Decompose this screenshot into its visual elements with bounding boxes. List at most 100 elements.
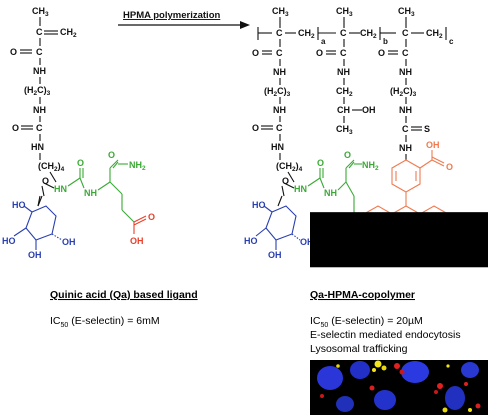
nucleus-2	[350, 361, 370, 379]
monomer-amide-o: O	[77, 158, 84, 168]
monomer-nh-2: NH	[33, 105, 46, 115]
monomer-ring-oh-1: OH	[28, 250, 42, 260]
yellow-signal-2	[381, 365, 387, 371]
monomer-ch2: CH2	[60, 27, 77, 39]
qa-nh2: NH2	[362, 160, 379, 172]
fitc-h2c3: (H2C)3	[390, 86, 417, 98]
monomer-ring-o: O	[42, 176, 49, 186]
qa-carbonyl-o: O	[252, 48, 259, 58]
qa-h2c3: (H2C)3	[264, 86, 291, 98]
hpma-c: C	[340, 48, 347, 58]
qa-ring-ho-2: HO	[244, 236, 258, 246]
qa-carbonyl-c: C	[276, 48, 283, 58]
hpma-nh: NH	[337, 67, 350, 77]
monomer-quinic-ring: O HO HO OH OH	[2, 176, 76, 260]
left-caption-ic50: IC50 (E-selectin) = 6mM	[50, 315, 160, 329]
polymer-qa-arm: C O NH (H2C)3 NH O C HN (CH2)4 HN	[244, 39, 379, 260]
qa-ring-oh-2: OH	[300, 237, 314, 247]
right-caption-title: Qa-HPMA-copolymer	[310, 289, 415, 301]
monomer-nh-3: NH	[84, 188, 97, 198]
hpma-oh: OH	[362, 105, 376, 115]
polymer-ch3-c: CH3	[398, 6, 415, 18]
monomer-carbonyl-c: C	[36, 47, 43, 57]
monomer-acid-oh: OH	[130, 236, 144, 246]
qa-ring-o: O	[282, 176, 289, 186]
red-signal-6	[464, 382, 468, 386]
qa-urea-c: C	[276, 123, 283, 133]
arrow-label: HPMA polymerization	[123, 10, 220, 21]
polymer-c-b: C	[340, 28, 347, 38]
monomer-acid-o: O	[148, 212, 155, 222]
monomer-structure: CH3 C CH2 C O NH (H2C)3 NH O C HN (CH2)4…	[2, 6, 155, 260]
polymer-hpma-arm: C O NH CH2 CH OH CH3	[316, 39, 376, 136]
right-caption-ic50: IC50 (E-selectin) = 20µM	[310, 315, 423, 329]
qa-ring-oh-1: OH	[268, 250, 282, 260]
monomer-nh-1: NH	[33, 66, 46, 76]
confocal-micrograph	[310, 212, 488, 415]
red-signal-7	[320, 394, 324, 398]
hpma-o: O	[316, 48, 323, 58]
fitc-acid-o: O	[446, 162, 453, 172]
qa-amide2-o: O	[344, 150, 351, 160]
monomer-hn-1: HN	[31, 142, 44, 152]
polymer-sub-a: a	[321, 37, 326, 46]
monomer-nh2: NH2	[129, 160, 146, 172]
polymer-fitc-arm: C O NH (H2C)3 NH C S NH	[378, 39, 430, 160]
polymer-ch3-a: CH3	[272, 6, 289, 18]
polymer-ch2-c: CH2	[426, 28, 443, 40]
red-signal-8	[475, 403, 481, 409]
polymerization-arrow: HPMA polymerization	[118, 10, 250, 29]
fitc-thio-c: C	[402, 124, 409, 134]
polymer-ch2-b: CH2	[360, 28, 377, 40]
monomer-amide2-o: O	[108, 150, 115, 160]
polymer-ch2-a: CH2	[298, 28, 315, 40]
qa-urea-o: O	[252, 123, 259, 133]
yellow-signal-6	[336, 364, 340, 368]
yellow-signal-5	[468, 408, 472, 412]
hpma-ch2: CH2	[336, 86, 353, 98]
nucleus-1	[317, 366, 343, 390]
fitc-acid-oh: OH	[426, 140, 440, 150]
monomer-ch2-4: (CH2)4	[38, 161, 65, 173]
monomer-ch3: CH3	[32, 6, 49, 18]
qa-ch2-4: (CH2)4	[276, 161, 303, 173]
red-signal-5	[369, 385, 375, 391]
yellow-signal-4	[442, 407, 448, 413]
monomer-hn-2: HN	[54, 184, 67, 194]
monomer-amino-acid: HN O NH O NH2 O OH	[43, 150, 155, 246]
fitc-s: S	[424, 124, 430, 134]
polymer-sub-c: c	[449, 37, 454, 46]
yellow-signal-1	[374, 360, 382, 368]
qa-amide-o: O	[317, 158, 324, 168]
polymer-ch3-b: CH3	[336, 6, 353, 18]
monomer-ring-ho: HO	[12, 200, 26, 210]
qa-nh-3: NH	[324, 188, 337, 198]
hpma-ch3: CH3	[336, 124, 353, 136]
yellow-signal-7	[446, 364, 450, 368]
right-caption-endocytosis: E-selectin mediated endocytosis	[310, 329, 461, 341]
nucleus-3	[401, 361, 429, 383]
fitc-o: O	[378, 48, 385, 58]
nucleus-4	[374, 390, 396, 410]
red-signal-4	[434, 390, 438, 394]
polymer-c-a: C	[276, 28, 283, 38]
fitc-c: C	[402, 48, 409, 58]
monomer-h2c3: (H2C)3	[24, 85, 51, 97]
red-signal-2	[399, 369, 405, 375]
red-signal-1	[394, 363, 400, 369]
monomer-c: C	[36, 27, 43, 37]
fitc-nh-2: NH	[399, 105, 412, 115]
nucleus-5	[445, 386, 465, 410]
right-caption-lysosomal: Lysosomal trafficking	[310, 343, 408, 355]
left-caption: Quinic acid (Qa) based ligand IC50 (E-se…	[50, 289, 198, 329]
monomer-urea-o: O	[12, 123, 19, 133]
micrograph-background	[310, 212, 488, 268]
monomer-ring-ho-2: HO	[2, 236, 16, 246]
qa-nh-2: NH	[273, 105, 286, 115]
polymer-c-c: C	[402, 28, 409, 38]
nucleus-6	[461, 362, 479, 378]
qa-hn-1: HN	[271, 142, 284, 152]
fitc-nh-3: NH	[399, 143, 412, 153]
